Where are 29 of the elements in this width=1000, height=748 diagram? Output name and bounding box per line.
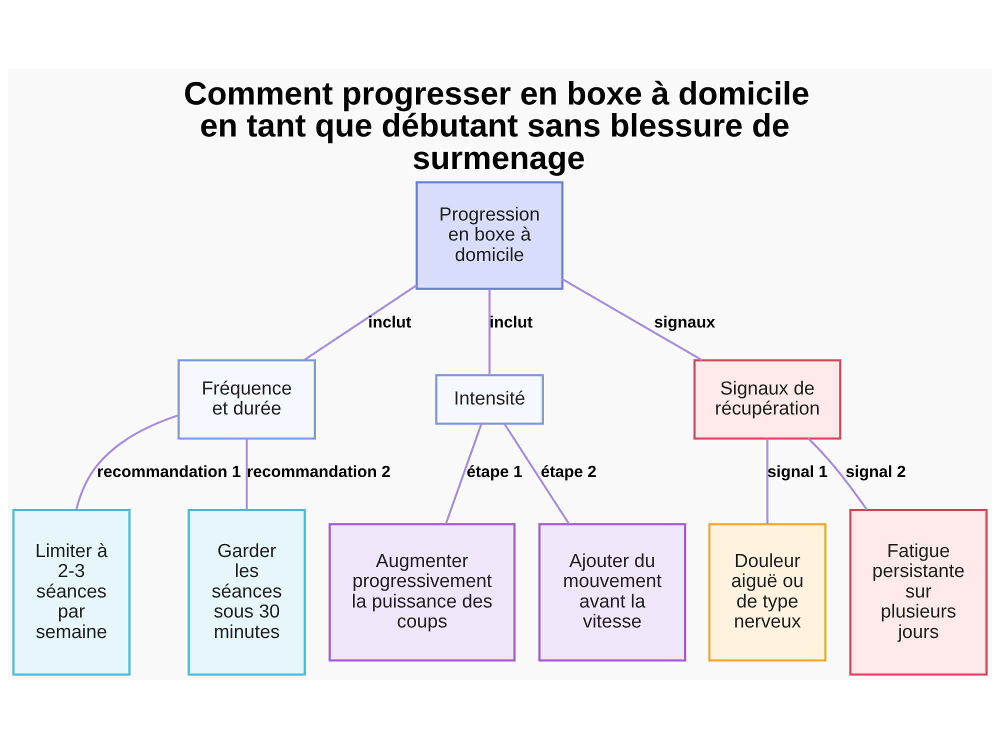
node-box: Signaux de récupération — [693, 358, 842, 440]
node-box: Progression en boxe à domicile — [416, 180, 564, 290]
edge-label: recommandation 1 — [97, 462, 241, 481]
connector — [303, 284, 418, 361]
connector — [488, 288, 491, 374]
node-box: Douleur aiguë ou de type nerveux — [708, 522, 826, 662]
edge-label: signal 1 — [767, 462, 828, 481]
connector — [562, 278, 702, 361]
edge-label: inclut — [490, 312, 533, 331]
node-box: Fréquence et durée — [178, 358, 316, 440]
edge-label: étape 1 — [466, 462, 522, 481]
edge-label: étape 2 — [540, 462, 597, 481]
connector — [504, 422, 570, 524]
node-box: Limiter à 2-3 séances par semaine — [12, 508, 130, 676]
edge-label: inclut — [368, 312, 412, 331]
node-box: Ajouter du mouvement avant la vitesse — [538, 522, 686, 662]
edge-label: signal 2 — [846, 462, 906, 481]
connector — [75, 414, 179, 510]
node-box: Garder les séances sous 30 minutes — [188, 508, 306, 676]
node-box: Augmenter progressivement la puissance des coups — [328, 522, 516, 662]
connector — [246, 438, 248, 510]
node-box: Intensité — [435, 374, 544, 424]
node-box: Fatigue persistante sur plusieurs jours — [849, 508, 988, 676]
connector — [766, 438, 768, 524]
edge-label: signaux — [654, 312, 716, 331]
connector — [444, 422, 482, 524]
diagram-title: Comment progresser en boxe à domicile en tant que débutant sans blessure de surmenage — [184, 74, 810, 176]
connector — [808, 437, 868, 510]
edge-label: recommandation 2 — [246, 462, 391, 481]
